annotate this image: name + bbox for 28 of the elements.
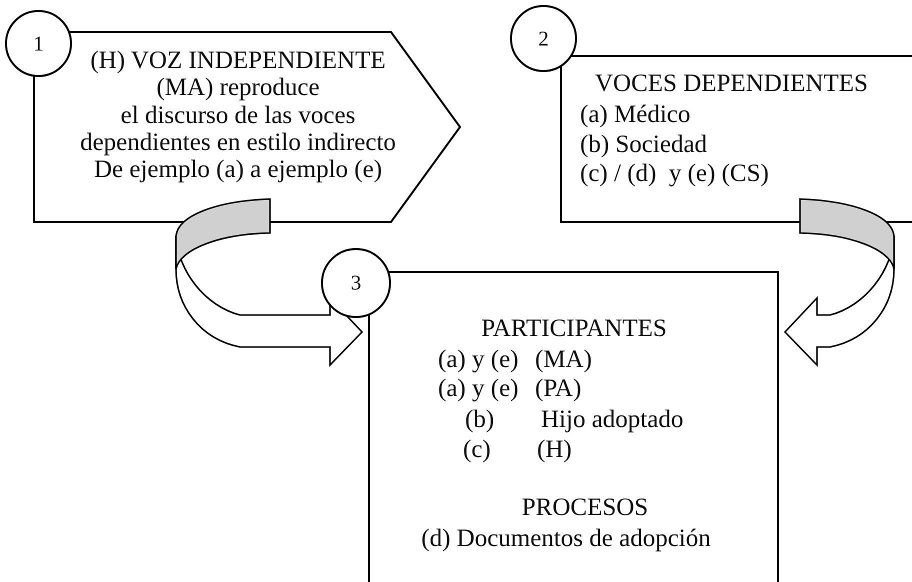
body-text: (d) Documentos de adopción — [421, 525, 711, 552]
body-text: (c) — [463, 436, 491, 463]
body-text: (a) Médico — [580, 101, 690, 128]
curved-arrow — [784, 198, 895, 366]
body-text: (b) Sociedad — [580, 131, 708, 158]
body-text: De ejemplo (a) a ejemplo (e) — [94, 156, 382, 183]
body-text: (b) — [465, 406, 494, 433]
body-text: (H) — [537, 436, 572, 463]
heading-text: PROCESOS — [522, 494, 648, 521]
heading-text: PARTICIPANTES — [481, 315, 667, 342]
body-text: (a) y (e) — [438, 375, 518, 402]
step-number: 2 — [537, 26, 550, 51]
body-text: (PA) — [535, 375, 582, 402]
pentagon-arrow-box — [33, 31, 461, 223]
body-text: Hijo adoptado — [541, 406, 684, 433]
heading-text: (H) VOZ INDEPENDIENTE — [90, 47, 386, 74]
body-text: dependientes en estilo indirecto — [80, 129, 396, 156]
body-text: (a) y (e) — [438, 346, 518, 373]
body-text: (c) / (d) y (e) (CS) — [580, 160, 769, 187]
step-number: 1 — [32, 31, 45, 56]
body-text: (MA) — [535, 346, 592, 373]
text-box — [368, 271, 779, 582]
text-box — [560, 55, 912, 223]
body-text: (MA) reproduce — [156, 74, 320, 101]
step-number: 3 — [350, 270, 362, 296]
body-text: el discurso de las voces — [120, 102, 356, 129]
heading-text: VOCES DEPENDIENTES — [595, 70, 868, 97]
curved-arrow — [175, 198, 363, 366]
